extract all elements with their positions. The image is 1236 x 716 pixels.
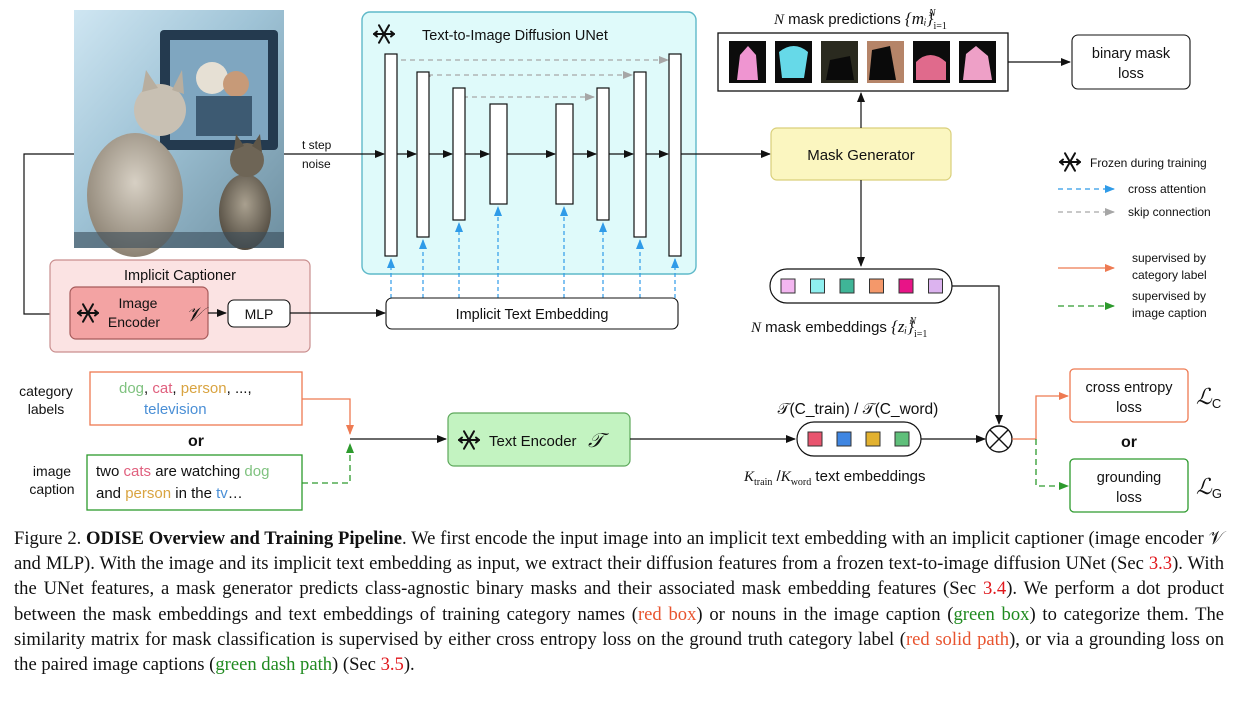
cross-entropy-label-2: loss	[1116, 400, 1142, 416]
input-image	[74, 10, 284, 257]
unet-block: Text-to-Image Diffusion UNet	[361, 11, 697, 298]
caption-prefix: Figure 2.	[14, 528, 87, 549]
snowflake-icon	[373, 24, 395, 44]
unet-title: Text-to-Image Diffusion UNet	[422, 28, 608, 44]
odise-pipeline-diagram: Text-to-Image Diffusion UNet	[19, 8, 1222, 513]
red-path-text: red solid path	[905, 628, 1010, 650]
implicit-captioner: Implicit Captioner Image Encoder 𝒱 MLP	[49, 259, 311, 353]
legend-frozen: Frozen during training	[1090, 156, 1207, 170]
legend-skip-connection: skip connection	[1128, 205, 1211, 219]
caption-word: and	[96, 485, 125, 502]
red-box-text: red box	[637, 603, 697, 625]
mask-generator-label: Mask Generator	[807, 147, 915, 164]
noise-label: noise	[302, 157, 331, 171]
mask-embedding-squares	[780, 278, 943, 294]
or-label-1: or	[188, 433, 204, 450]
ref-link-3-5[interactable]: 3.5	[380, 654, 404, 676]
category-word-television: television	[144, 401, 207, 418]
embedding-square	[839, 278, 855, 294]
loss-c-symbol: ℒC	[1196, 384, 1221, 411]
image-encoder-label-1: Image	[119, 295, 158, 311]
category-labels-title-1: category	[19, 383, 73, 399]
mask-thumbnails	[729, 41, 996, 83]
embedding-square	[865, 431, 881, 447]
caption-word: are watching	[151, 463, 244, 480]
caption-word: in the	[171, 485, 216, 502]
mask-embeddings-box	[769, 268, 953, 304]
legend-supervised-category-2: category label	[1132, 268, 1207, 282]
binary-mask-loss-box	[1071, 34, 1191, 90]
implicit-text-embedding-box	[385, 297, 679, 330]
text-encoder-label: Text Encoder	[489, 433, 577, 450]
snowflake-icon	[1059, 152, 1081, 172]
snowflake-icon	[77, 303, 99, 323]
snowflake-icon	[458, 430, 480, 450]
caption-word: , ...,	[227, 380, 252, 397]
image-caption-title-1: image	[33, 463, 71, 479]
image-caption-title-2: caption	[29, 481, 74, 497]
embedding-square	[894, 431, 910, 447]
caption-word: dog	[119, 380, 144, 397]
embedding-square	[898, 278, 914, 294]
legend: Frozen during training cross attention s…	[1058, 152, 1211, 320]
ref-link-3-3[interactable]: 3.3	[1148, 553, 1173, 575]
text-embedding-squares	[807, 431, 910, 447]
embedding-square	[928, 278, 943, 294]
caption-word: two	[96, 463, 124, 480]
implicit-text-embedding-label: Implicit Text Embedding	[456, 307, 609, 323]
caption-word: cats	[124, 463, 152, 480]
implicit-captioner-title: Implicit Captioner	[124, 268, 236, 284]
legend-supervised-category-1: supervised by	[1132, 251, 1206, 265]
image-caption-text-1: two cats are watching dog	[96, 463, 269, 480]
grounding-loss-box	[1069, 458, 1189, 513]
embedding-square	[869, 278, 884, 294]
embedding-square	[780, 278, 796, 294]
caption-word: person	[181, 380, 227, 397]
legend-supervised-caption-2: image caption	[1132, 306, 1207, 320]
caption-word: ,	[144, 380, 152, 397]
caption-word: person	[125, 485, 171, 502]
text-embeddings-title: 𝒯(C_train) / 𝒯(C_word)	[778, 401, 939, 418]
loss-g-symbol: ℒG	[1196, 474, 1222, 501]
cross-entropy-label-1: cross entropy	[1085, 380, 1173, 396]
caption-word: …	[228, 485, 243, 502]
figure-caption: Figure 2. ODISE Overview and Training Pi…	[14, 528, 1225, 676]
image-caption-text-2: and person in the tv…	[96, 485, 243, 502]
ref-link-3-4[interactable]: 3.4	[982, 578, 1007, 600]
caption-word: dog	[244, 463, 269, 480]
green-path-text: green dash path	[215, 654, 333, 676]
caption-word: tv	[216, 485, 228, 502]
dot-product-icon	[985, 425, 1013, 453]
image-caption-box	[86, 454, 303, 511]
mask-predictions-label: N mask predictions {mᵢ}i=1N	[773, 8, 947, 32]
grounding-label-1: grounding	[1097, 470, 1162, 486]
image-encoder-label-2: Encoder	[108, 314, 160, 330]
or-label-2: or	[1121, 434, 1137, 451]
caption-title: ODISE Overview and Training Pipeline	[86, 528, 402, 549]
legend-supervised-caption-1: supervised by	[1132, 289, 1206, 303]
text-embeddings-label: Ktrain /Kword text embeddings	[743, 468, 926, 488]
t-step-label: t step	[302, 138, 332, 152]
embedding-square	[807, 431, 823, 447]
image-to-captioner-line	[23, 153, 74, 315]
binary-mask-loss-label-2: loss	[1118, 66, 1144, 82]
binary-mask-loss-label-1: binary mask	[1092, 46, 1171, 62]
embedding-square	[836, 431, 852, 447]
category-labels-text: dog, cat, person, ...,	[119, 380, 252, 397]
category-labels-box	[89, 371, 303, 426]
caption-word: ,	[172, 380, 180, 397]
cross-entropy-loss-box	[1069, 368, 1189, 423]
embedding-square	[810, 278, 825, 294]
legend-cross-attention: cross attention	[1128, 182, 1206, 196]
cat-big	[87, 133, 183, 257]
cat-small	[219, 174, 271, 250]
grounding-label-2: loss	[1116, 490, 1142, 506]
mlp-label: MLP	[245, 306, 274, 322]
category-labels-title-2: labels	[28, 401, 65, 417]
green-box-text: green box	[953, 603, 1030, 625]
mask-embeddings-label: N mask embeddings {zᵢ}i=1N	[750, 316, 927, 340]
caption-word: cat	[152, 380, 173, 397]
